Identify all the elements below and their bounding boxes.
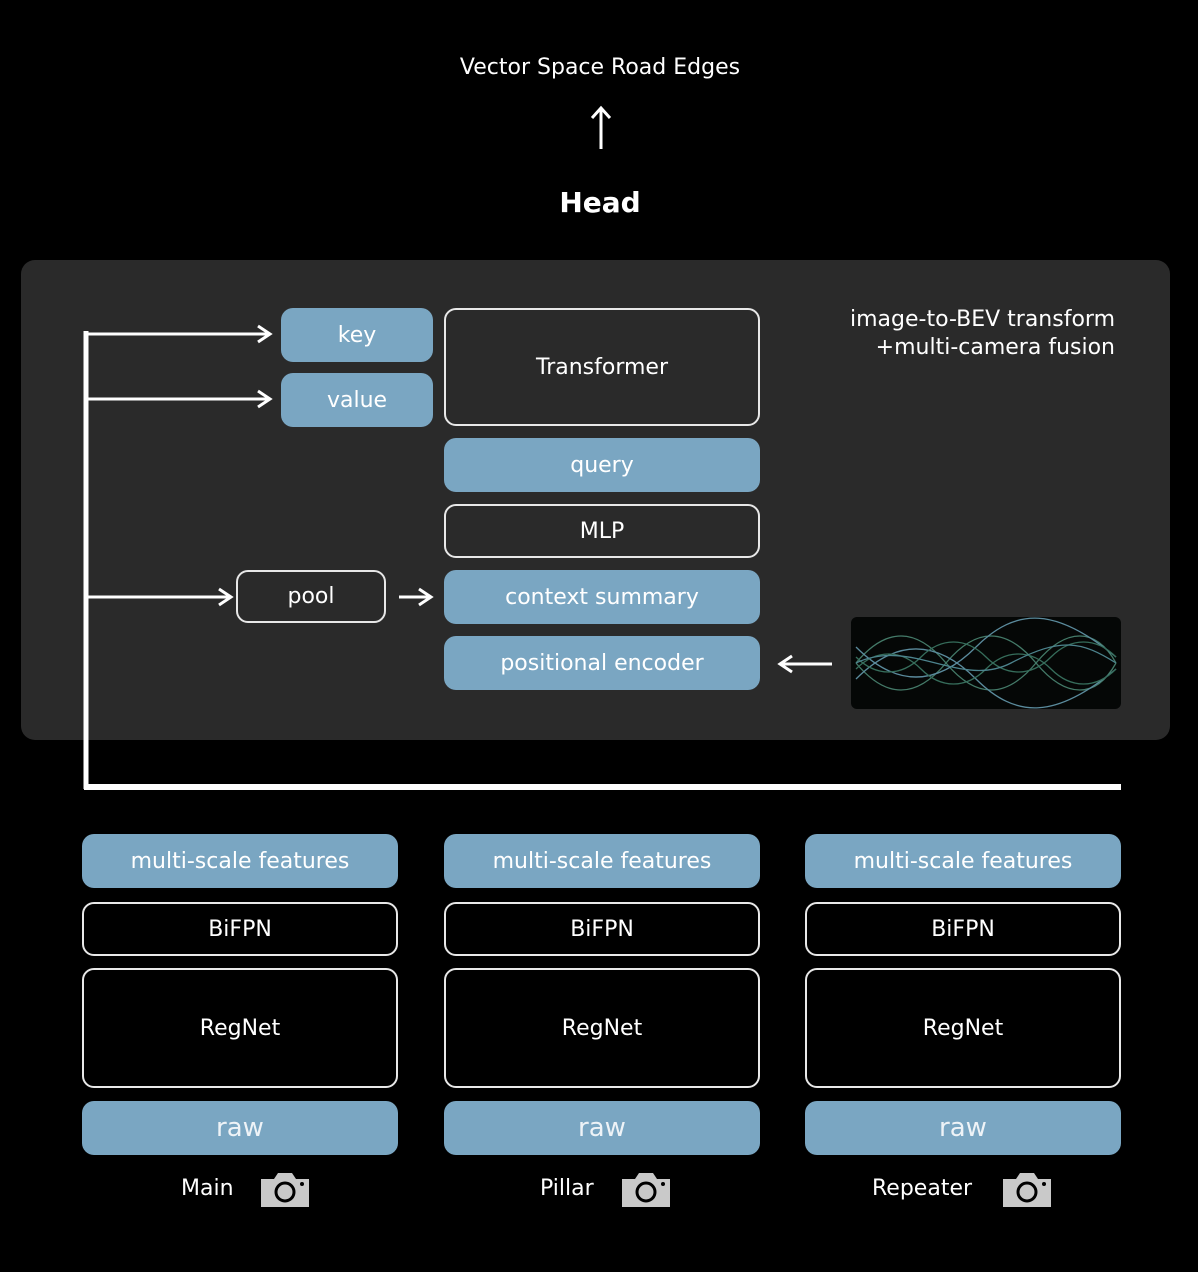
camera-label-repeater: Repeater [872, 1176, 973, 1201]
sinusoid-waves-icon [851, 617, 1121, 709]
multi-scale-features-box-repeater: multi-scale features [805, 834, 1121, 888]
pool-box: pool [236, 570, 386, 623]
bifpn-box-repeater: BiFPN [805, 902, 1121, 956]
multi-scale-features-box-main: multi-scale features [82, 834, 398, 888]
key-box: key [281, 308, 433, 362]
fusion-caption: image-to-BEV transform +multi-camera fus… [790, 306, 1115, 362]
raw-box-pillar: raw [444, 1101, 760, 1155]
camera-label-pillar: Pillar [540, 1176, 594, 1201]
regnet-box-repeater: RegNet [805, 968, 1121, 1088]
value-box: value [281, 373, 433, 427]
positional-encoder-box: positional encoder [444, 636, 760, 690]
raw-box-main: raw [82, 1101, 398, 1155]
output-title: Vector Space Road Edges [459, 54, 741, 80]
multi-scale-features-box-pillar: multi-scale features [444, 834, 760, 888]
camera-icon [1003, 1173, 1051, 1207]
transformer-box: Transformer [444, 308, 760, 426]
mlp-box: MLP [444, 504, 760, 558]
bifpn-box-main: BiFPN [82, 902, 398, 956]
context-summary-box: context summary [444, 570, 760, 624]
fusion-caption-line2: +multi-camera fusion [875, 335, 1115, 360]
fusion-caption-line1: image-to-BEV transform [850, 307, 1115, 332]
camera-icon [261, 1173, 309, 1207]
bifpn-box-pillar: BiFPN [444, 902, 760, 956]
raw-box-repeater: raw [805, 1101, 1121, 1155]
arrow-up-icon [590, 105, 612, 149]
regnet-box-main: RegNet [82, 968, 398, 1088]
camera-icon [622, 1173, 670, 1207]
regnet-box-pillar: RegNet [444, 968, 760, 1088]
camera-label-main: Main [181, 1176, 234, 1201]
head-label: Head [559, 185, 641, 219]
query-box: query [444, 438, 760, 492]
